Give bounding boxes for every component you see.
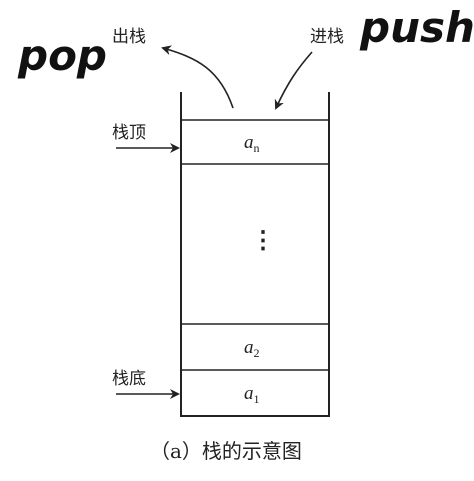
push-label: 进栈 bbox=[310, 27, 344, 47]
cell-a1-label: a1 bbox=[244, 383, 260, 406]
stack-top-label: 栈顶 bbox=[112, 123, 146, 143]
cell-an-label: an bbox=[244, 132, 260, 155]
ellipsis-label: ⋮ bbox=[251, 228, 275, 254]
stack-bottom-label: 栈底 bbox=[112, 369, 146, 389]
pop-handwritten-label: pop bbox=[17, 31, 107, 80]
stack-container bbox=[180, 92, 330, 417]
push-arrow-icon bbox=[274, 51, 313, 110]
push-handwritten-label: push bbox=[359, 3, 474, 52]
figure-caption: （a）栈的示意图 bbox=[150, 439, 302, 463]
pop-arrow-icon bbox=[161, 45, 234, 109]
cell-a2-label: a2 bbox=[244, 337, 260, 360]
pop-label: 出栈 bbox=[112, 27, 146, 47]
